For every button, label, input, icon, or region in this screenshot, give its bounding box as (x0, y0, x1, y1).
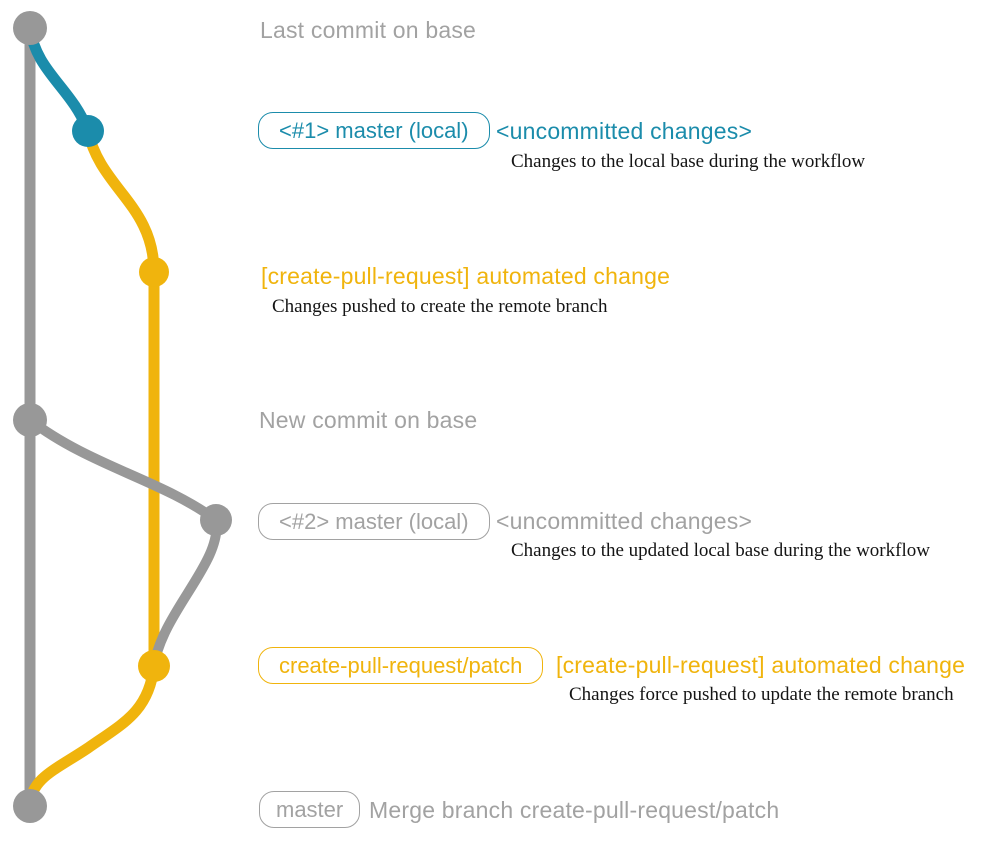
uncommitted-changes-title-2: <uncommitted changes> (496, 508, 753, 534)
commit-dot-automated-1 (139, 257, 169, 287)
commit-dot-automated-2 (138, 650, 170, 682)
automated-change-title-2: [create-pull-request] automated change (556, 652, 966, 678)
uncommitted-changes-note-2: Changes to the updated local base during… (511, 540, 930, 561)
commit-dot-merge (13, 789, 47, 823)
commit-dot-uncommitted-2 (200, 504, 232, 536)
last-commit-label: Last commit on base (260, 17, 477, 43)
uncommitted-changes-note-1: Changes to the local base during the wor… (511, 151, 866, 172)
branch-badge-master-local-2: <#2> master (local) (258, 503, 490, 540)
remote-branch-path (82, 125, 160, 672)
commit-dot-new-base (13, 403, 47, 437)
branch-badge-master-local-1: <#1> master (local) (258, 112, 490, 149)
automated-change-title-1: [create-pull-request] automated change (261, 263, 671, 289)
new-commit-label: New commit on base (259, 407, 478, 433)
uncommitted-changes-title-1: <uncommitted changes> (496, 118, 753, 144)
branch-badge-patch: create-pull-request/patch (258, 647, 544, 684)
commit-dot-last-base (13, 11, 47, 45)
merge-branch-path (24, 660, 160, 810)
automated-change-note-2: Changes force pushed to update the remot… (569, 684, 954, 705)
local-master-branch-path-2 (25, 415, 222, 671)
automated-change-note-1: Changes pushed to create the remote bran… (272, 296, 608, 317)
commit-dot-uncommitted-1 (72, 115, 104, 147)
local-master-branch-path-1 (24, 22, 94, 137)
merge-label: Merge branch create-pull-request/patch (369, 797, 780, 823)
branch-badge-master: master (259, 791, 361, 828)
